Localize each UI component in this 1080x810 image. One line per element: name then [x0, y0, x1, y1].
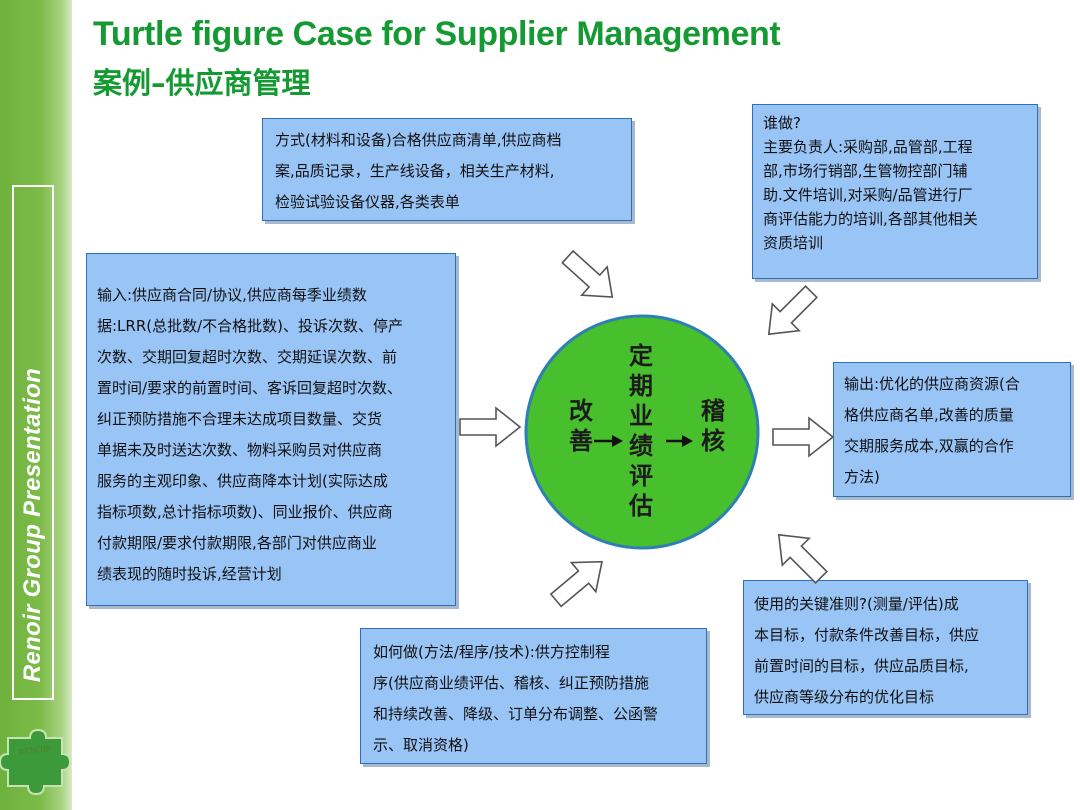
- presentation-label: Renoir Group Presentation: [19, 367, 46, 683]
- improvement-label: 改 善: [569, 397, 593, 455]
- puzzle-logo-icon: [0, 728, 72, 796]
- audit-label: 稽 核: [701, 397, 725, 455]
- who-box: 谁做? 主要负责人:采购部,品管部,工程 部,市场行销部,生管物控部门辅 助.文…: [752, 104, 1038, 279]
- arrow-from-method: [554, 242, 626, 312]
- arrow-from-who: [754, 277, 826, 349]
- output-box: 输出:优化的供应商资源(合 格供应商名单,改善的质量 交期服务成本,双赢的合作 …: [833, 362, 1071, 497]
- how-box: 如何做(方法/程序/技术):供方控制程 序(供应商业绩评估、稽核、纠正预防措施 …: [360, 628, 707, 764]
- sidebar: Renoir Group Presentation: [0, 0, 72, 810]
- arrow-to-output: [772, 417, 834, 457]
- improve-arrow-icon: [594, 435, 623, 447]
- input-box: 输入:供应商合同/协议,供应商每季业绩数 据:LRR(总批数/不合格批数)、投诉…: [86, 253, 456, 606]
- method-box: 方式(材料和设备)合格供应商清单,供应商档 案,品质记录，生产线设备，相关生产材…: [262, 118, 632, 221]
- arrow-from-input: [459, 407, 521, 447]
- periodic-evaluation-label: 定 期 业 绩 评 估: [629, 342, 653, 520]
- criteria-box: 使用的关键准则?(测量/评估)成 本目标，付款条件改善目标，供应 前置时间的目标…: [743, 580, 1028, 715]
- page-title: Turtle figure Case for Supplier Manageme…: [93, 15, 781, 53]
- arrow-from-how: [543, 546, 615, 616]
- page-subtitle: 案例–供应商管理: [93, 66, 311, 100]
- audit-arrow-icon: [666, 435, 693, 447]
- sidebar-frame: [12, 185, 54, 700]
